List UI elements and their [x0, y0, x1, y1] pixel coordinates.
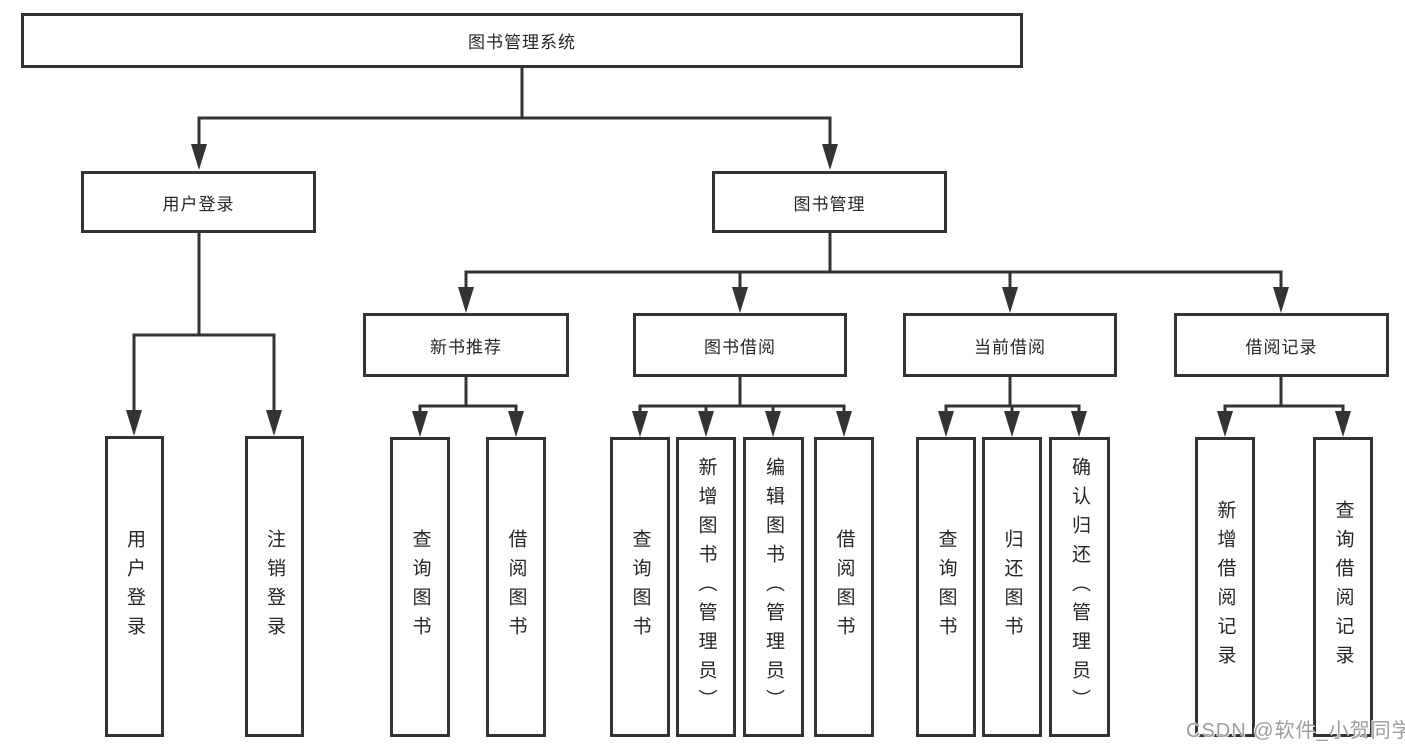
- node-borrow-records: 借阅记录: [1174, 313, 1389, 377]
- node-library-management-system: 图书管理系统: [21, 13, 1023, 68]
- leaf-logout: 注销登录: [245, 436, 304, 737]
- leaf-query-books-recommend: 查询图书: [390, 437, 450, 737]
- node-current-borrow: 当前借阅: [903, 313, 1117, 377]
- node-book-management: 图书管理: [712, 171, 947, 233]
- leaf-add-books-admin: 新增图书（管理员）: [676, 437, 736, 737]
- leaf-query-books-current: 查询图书: [916, 437, 976, 737]
- leaf-edit-books-admin: 编辑图书（管理员）: [743, 437, 804, 737]
- leaf-borrow-books: 借阅图书: [814, 437, 874, 737]
- leaf-query-borrow-record: 查询借阅记录: [1313, 437, 1373, 737]
- csdn-watermark: CSDN @软件_小贺同学: [1186, 720, 1405, 742]
- leaf-query-books-borrow: 查询图书: [610, 437, 670, 737]
- leaf-user-login: 用户登录: [105, 436, 164, 737]
- node-new-book-recommend: 新书推荐: [363, 313, 569, 377]
- leaf-return-books: 归还图书: [982, 437, 1042, 737]
- node-user-login: 用户登录: [81, 171, 316, 233]
- leaf-add-borrow-record: 新增借阅记录: [1195, 437, 1255, 737]
- leaf-borrow-books-recommend: 借阅图书: [486, 437, 546, 737]
- node-book-borrow: 图书借阅: [633, 313, 847, 377]
- leaf-confirm-return-admin: 确认归还（管理员）: [1049, 437, 1110, 737]
